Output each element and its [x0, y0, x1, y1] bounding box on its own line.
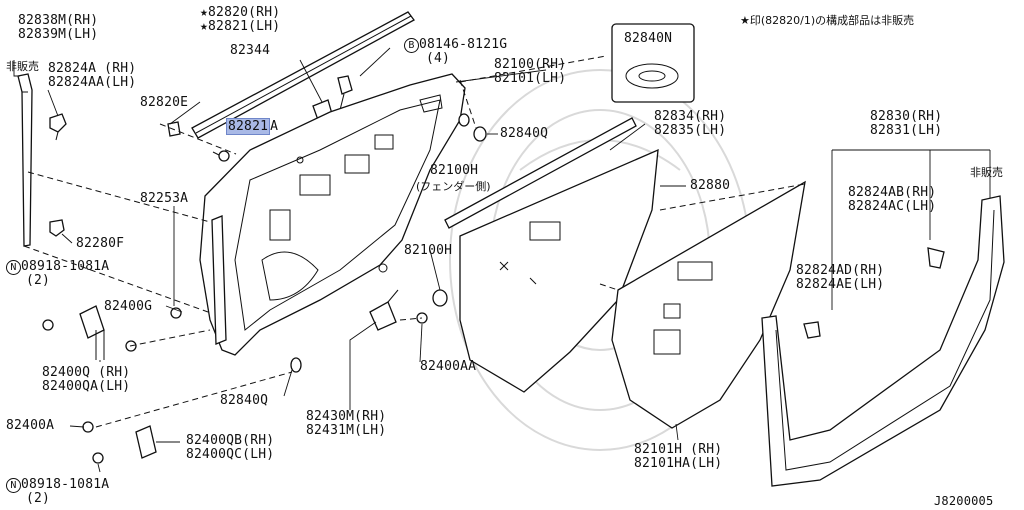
label-82430m[interactable]: 82430M(RH) [306, 409, 387, 424]
bolt-82821a[interactable] [212, 150, 230, 162]
bolt-symbol-icon: B [404, 38, 419, 53]
label-82821[interactable]: ★82821(LH) [200, 19, 281, 34]
door-inner-panel-82100[interactable] [199, 73, 466, 356]
label-82824ac[interactable]: 82824AC(LH) [848, 199, 937, 214]
label-82253a[interactable]: 82253A [140, 191, 189, 206]
diagram-code: J8200005 [934, 494, 994, 508]
label-82100h-b[interactable]: 82100H [404, 243, 453, 258]
label-82838m[interactable]: 82838M(RH) [18, 13, 99, 28]
nut-lower[interactable] [92, 452, 104, 464]
label-82840q-top[interactable]: 82840Q [500, 126, 549, 141]
label-82840q-bottom[interactable]: 82840Q [220, 393, 269, 408]
clip-82824a[interactable] [49, 113, 67, 141]
label-82400qb[interactable]: 82400QB(RH) [186, 433, 275, 448]
label-82400a[interactable]: 82400A [6, 418, 55, 433]
label-82830[interactable]: 82830(RH) [870, 109, 943, 124]
label-82400g[interactable]: 82400G [104, 299, 153, 314]
label-82100[interactable]: 82100(RH) [494, 57, 567, 72]
label-82400qc[interactable]: 82400QC(LH) [186, 447, 275, 462]
grommet-82840q-bottom[interactable] [290, 357, 302, 373]
label-82820[interactable]: ★82820(RH) [200, 5, 281, 20]
label-82824a[interactable]: 82824A (RH) [48, 61, 137, 76]
label-82431m[interactable]: 82431M(LH) [306, 423, 387, 438]
sash-moulding-82820[interactable] [191, 11, 415, 139]
clip-82280f[interactable] [49, 219, 73, 244]
label-82824ae[interactable]: 82824AE(LH) [796, 277, 885, 292]
label-82344[interactable]: 82344 [230, 43, 271, 58]
clip-82824ad[interactable] [803, 321, 821, 339]
weatherstrip-82838m[interactable] [17, 73, 33, 247]
label-nut-n1-qty: (2) [26, 273, 51, 288]
label-nut-n2-number: 08918-1081A [21, 477, 110, 492]
grommet-82100h-b[interactable] [432, 289, 448, 307]
finisher-82830[interactable] [761, 195, 1005, 487]
nut-symbol-icon: N [6, 260, 21, 275]
label-82400q[interactable]: 82400Q (RH) [42, 365, 131, 380]
grommet-82100h-a[interactable] [458, 113, 470, 127]
label-82400aa[interactable]: 82400AA [420, 359, 477, 374]
label-fender-side: (フェンダー側) [416, 180, 491, 193]
nut-upper[interactable] [42, 319, 137, 352]
label-82840n[interactable]: 82840N [624, 31, 673, 46]
grommet-box-82840n[interactable] [611, 23, 695, 103]
label-nut-n2-qty: (2) [26, 491, 51, 506]
label-82280f[interactable]: 82280F [76, 236, 125, 251]
plate-82253a[interactable] [211, 215, 227, 345]
label-82835[interactable]: 82835(LH) [654, 123, 727, 138]
check-link-82430m[interactable] [369, 289, 399, 331]
label-82100h-a[interactable]: 82100H [430, 163, 479, 178]
label-bolt-08146-qty: (4) [426, 51, 451, 66]
footnote: ★印(82820/1)の構成部品は非販売 [740, 14, 915, 27]
nut-symbol-icon: N [6, 478, 21, 493]
label-82101[interactable]: 82101(LH) [494, 71, 567, 86]
label-bolt-08146-number: 08146-8121G [419, 37, 508, 52]
label-82834[interactable]: 82834(RH) [654, 109, 727, 124]
clip-82824ab[interactable] [927, 247, 945, 269]
label-82101ha[interactable]: 82101HA(LH) [634, 456, 723, 471]
label-82820e[interactable]: 82820E [140, 95, 189, 110]
bolt-82400a[interactable] [82, 421, 94, 433]
door-trim-82101h[interactable] [611, 180, 806, 429]
hinge-82400qb[interactable] [135, 425, 157, 459]
label-82400qa[interactable]: 82400QA(LH) [42, 379, 131, 394]
not-sold-right: 非販売 [970, 166, 1003, 179]
watershield-82880[interactable] [459, 148, 659, 393]
leader-lines [13, 47, 991, 473]
label-82101h[interactable]: 82101H (RH) [634, 442, 723, 457]
label-82831[interactable]: 82831(LH) [870, 123, 943, 138]
bolt-08146[interactable] [337, 75, 353, 111]
grommet-82840q-top[interactable] [473, 126, 487, 142]
waist-moulding-82834[interactable] [444, 117, 637, 229]
hinge-82400q[interactable] [79, 305, 105, 360]
label-82839m[interactable]: 82839M(LH) [18, 27, 99, 42]
highlighted-part-number[interactable]: 82821 [226, 118, 271, 135]
label-nut-n1-number: 08918-1081A [21, 259, 110, 274]
not-sold-left: 非販売 [6, 60, 39, 73]
label-82821a-suffix: A [270, 119, 279, 134]
label-82824ab[interactable]: 82824AB(RH) [848, 185, 937, 200]
assembly-guides [23, 55, 806, 428]
label-82824ad[interactable]: 82824AD(RH) [796, 263, 885, 278]
label-82824aa[interactable]: 82824AA(LH) [48, 75, 137, 90]
label-82880[interactable]: 82880 [690, 178, 731, 193]
